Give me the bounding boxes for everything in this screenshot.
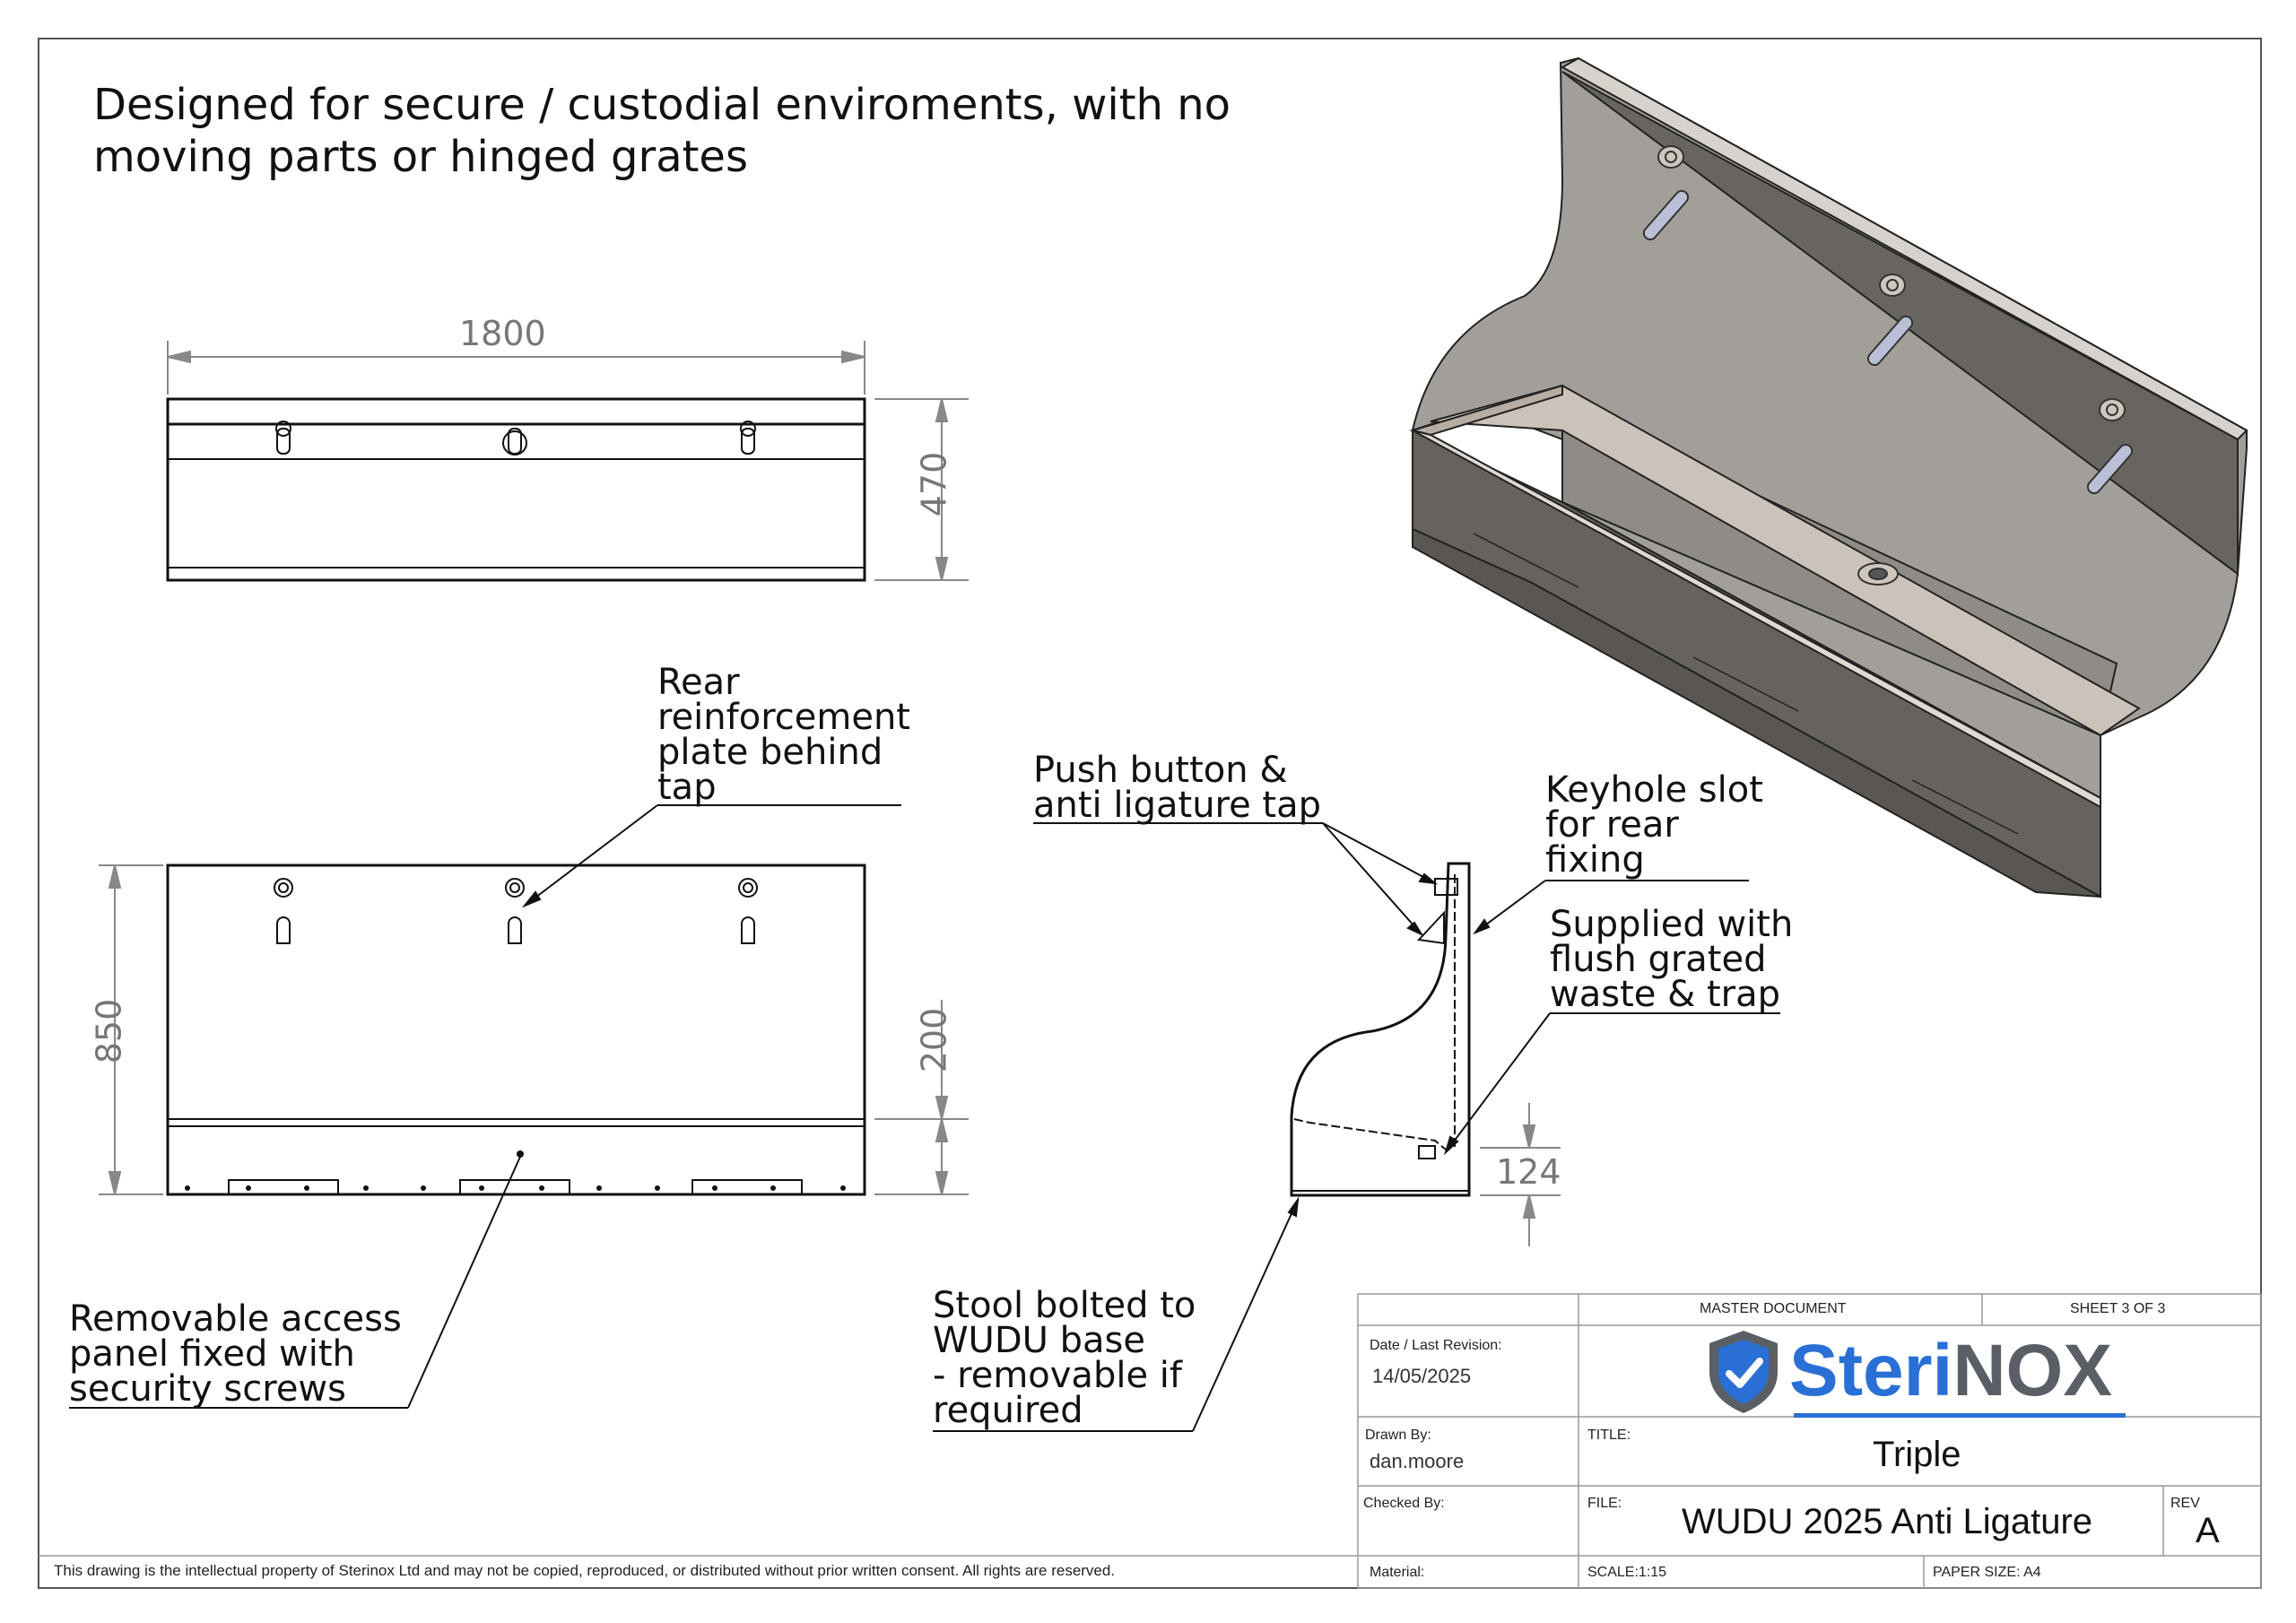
leader-lines bbox=[69, 804, 1780, 1432]
top-view bbox=[166, 397, 866, 582]
title-label: TITLE: bbox=[1587, 1428, 1631, 1443]
drawn-by-value: dan.moore bbox=[1370, 1450, 1465, 1472]
file-label: FILE: bbox=[1587, 1496, 1622, 1511]
dim-top-depth: 470 bbox=[914, 451, 954, 517]
sterinox-logo: SteriNOX bbox=[1704, 1327, 2135, 1421]
date-value: 14/05/2025 bbox=[1372, 1365, 1472, 1387]
callout-rear-plate: Rear reinforcement plate behind tap bbox=[657, 662, 910, 808]
sheet-border bbox=[38, 38, 2262, 1589]
dim-front-height: 850 bbox=[89, 998, 129, 1064]
logo-text-nox: NOX bbox=[1952, 1330, 2113, 1411]
headline-note: Designed for secure / custodial envirome… bbox=[93, 80, 1231, 182]
rev-value: A bbox=[2196, 1511, 2220, 1550]
checked-by-label: Checked By: bbox=[1363, 1496, 1445, 1511]
dimension-lines-side bbox=[1480, 1103, 1561, 1246]
shield-check-icon bbox=[1709, 1331, 1778, 1413]
callout-keyhole: Keyhole slot for rear fixing bbox=[1545, 769, 1763, 881]
dim-top-width: 1800 bbox=[459, 314, 546, 353]
copyright-footer: This drawing is the intellectual propert… bbox=[54, 1562, 1116, 1579]
callout-access-panel: Removable access panel fixed with securi… bbox=[69, 1298, 402, 1410]
file-value: WUDU 2025 Anti Ligature bbox=[1682, 1502, 2093, 1541]
callout-supplied: Supplied with flush grated waste & trap bbox=[1550, 904, 1794, 1015]
drawn-by-label: Drawn By: bbox=[1365, 1428, 1431, 1443]
sheet-label: SHEET 3 OF 3 bbox=[2070, 1301, 2166, 1316]
logo-underline bbox=[1794, 1413, 2126, 1418]
date-label: Date / Last Revision: bbox=[1370, 1338, 1502, 1353]
front-view bbox=[166, 864, 866, 1196]
isometric-view bbox=[1409, 56, 2248, 898]
dimension-lines-top bbox=[167, 341, 969, 581]
title-value: Triple bbox=[1873, 1435, 1961, 1474]
logo-text-steri: Steri bbox=[1789, 1330, 1953, 1411]
callout-push-button: Push button & anti ligature tap bbox=[1033, 750, 1322, 826]
dim-front-lower: 200 bbox=[914, 1007, 954, 1073]
rev-label: REV bbox=[2170, 1496, 2200, 1511]
master-document-label: MASTER DOCUMENT bbox=[1700, 1301, 1847, 1316]
scale-label: SCALE:1:15 bbox=[1587, 1565, 1667, 1580]
dimension-lines-front bbox=[99, 864, 969, 1195]
paper-size-label: PAPER SIZE: A4 bbox=[1933, 1565, 2041, 1580]
callout-stool: Stool bolted to WUDU base - removable if… bbox=[933, 1285, 1196, 1431]
material-label: Material: bbox=[1370, 1565, 1425, 1580]
side-section-view bbox=[1290, 862, 1471, 1197]
dim-side-step: 124 bbox=[1496, 1152, 1561, 1192]
